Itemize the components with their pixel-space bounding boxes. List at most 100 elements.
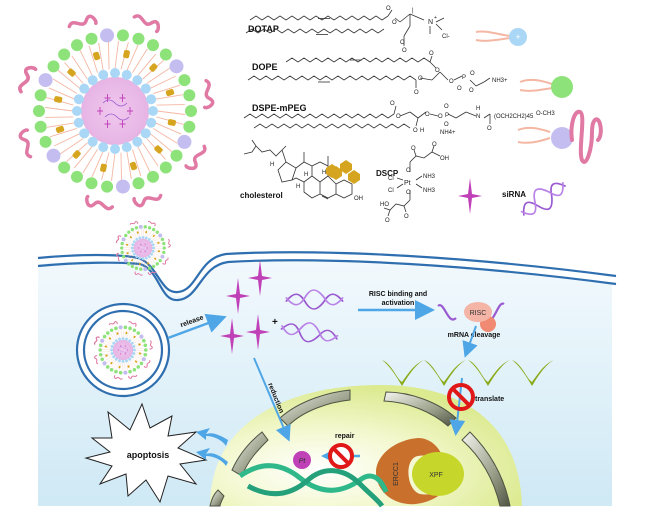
peg-chain <box>115 235 122 244</box>
lipid-tail <box>132 149 142 177</box>
lipid-tail <box>142 142 159 167</box>
lipid-tail <box>146 67 171 84</box>
peg-chain <box>18 128 33 159</box>
lipid-tail <box>153 252 161 258</box>
lipid-tail <box>104 356 113 361</box>
dope-head <box>34 120 47 133</box>
dope-head <box>151 264 156 269</box>
svg-text:O: O <box>392 20 397 26</box>
lipid-tail <box>71 55 88 80</box>
cholesterol-unit <box>100 163 107 173</box>
lipid-tail <box>102 348 111 351</box>
risc-complex: RISC <box>437 302 505 332</box>
risc-label: RISC <box>470 310 487 317</box>
dotap-head <box>110 144 120 154</box>
peg-head <box>141 357 146 362</box>
cholesterol-unit <box>125 331 128 335</box>
cholesterol-unit <box>92 51 101 61</box>
dope-head <box>118 370 123 375</box>
cholesterol-unit <box>152 234 155 237</box>
peg-chain <box>134 271 143 276</box>
lipid-tail <box>131 257 137 265</box>
cargo-drug <box>119 94 126 103</box>
nanoparticle-core <box>112 339 134 361</box>
cleavage-arrow <box>462 325 478 358</box>
peg-head <box>100 338 105 343</box>
lipid-tail <box>126 362 129 371</box>
lipid-tail <box>54 133 80 147</box>
dotap-head <box>121 359 125 363</box>
lipid-tail <box>153 84 181 94</box>
dope-head <box>144 348 148 352</box>
svg-text:O: O <box>390 101 395 107</box>
dope-head <box>132 328 137 333</box>
dotap-head <box>140 83 151 94</box>
dotap-head <box>110 352 114 356</box>
svg-text:OH: OH <box>440 156 449 162</box>
lipid-tail <box>133 339 142 344</box>
dope-head <box>162 241 166 246</box>
lipid-tail <box>110 360 117 368</box>
lipid-tail <box>111 152 116 181</box>
svg-text:O: O <box>406 190 411 196</box>
dotap-head <box>130 246 134 250</box>
dotap-head <box>125 359 129 363</box>
svg-text:HO: HO <box>380 202 389 208</box>
mrna-fragments <box>382 360 554 386</box>
dope-head <box>155 230 159 234</box>
cholesterol-unit <box>138 352 142 355</box>
lipid-tail <box>82 148 98 174</box>
dotap-head <box>121 69 132 80</box>
lipid-tail <box>79 50 93 76</box>
plus-sign: + <box>272 317 278 328</box>
lipid-tail <box>117 329 120 338</box>
xpf-label: XPF <box>429 472 443 479</box>
lipid-tail <box>153 240 162 244</box>
lipid-tail <box>135 349 144 352</box>
dotap-head <box>146 94 157 105</box>
peg-chain <box>132 14 161 34</box>
cholesterol-unit <box>154 257 157 260</box>
peg-head <box>169 59 184 74</box>
peg-chain <box>85 194 115 211</box>
cholesterol-unit <box>105 354 108 357</box>
cargo-drug <box>146 246 149 250</box>
svg-text:+: + <box>434 15 437 21</box>
svg-text:O: O <box>449 79 454 85</box>
sirna-label: siRNA <box>502 190 526 199</box>
cholesterol-unit <box>123 49 130 59</box>
dotap-head <box>121 337 125 341</box>
dotap-head <box>147 255 151 259</box>
dotap-head <box>151 243 155 247</box>
dope-head <box>183 120 196 133</box>
cholesterol-unit <box>129 161 138 171</box>
dope-head <box>114 369 118 374</box>
svg-text:O: O <box>414 90 419 96</box>
peg-chain <box>67 14 98 29</box>
dope-head <box>158 258 162 263</box>
dope-head <box>85 32 98 45</box>
svg-text:NH3: NH3 <box>423 188 436 194</box>
dope-head <box>162 246 166 250</box>
cholesterol-unit <box>118 365 121 369</box>
dotap-head <box>79 128 90 139</box>
lipid-tail <box>136 259 140 267</box>
dope-head <box>147 170 159 183</box>
lipid-tail <box>52 78 78 94</box>
lipid-tail <box>106 358 114 364</box>
cholesterol-unit <box>133 335 136 339</box>
dope-structure <box>247 55 491 88</box>
dotap-head <box>147 237 151 241</box>
cargo-drug <box>137 246 140 250</box>
cargo-drug <box>119 119 126 128</box>
dotap-head <box>131 249 135 253</box>
ercc1-label: ERCC1 <box>393 462 400 486</box>
cholesterol-oh: OH <box>354 196 363 202</box>
dotap-head <box>117 359 121 363</box>
dope-head <box>143 343 148 348</box>
lipid-tail <box>57 69 80 89</box>
dotap-head <box>72 106 82 116</box>
lipid-tail <box>134 355 142 360</box>
svg-text:O: O <box>400 40 405 46</box>
